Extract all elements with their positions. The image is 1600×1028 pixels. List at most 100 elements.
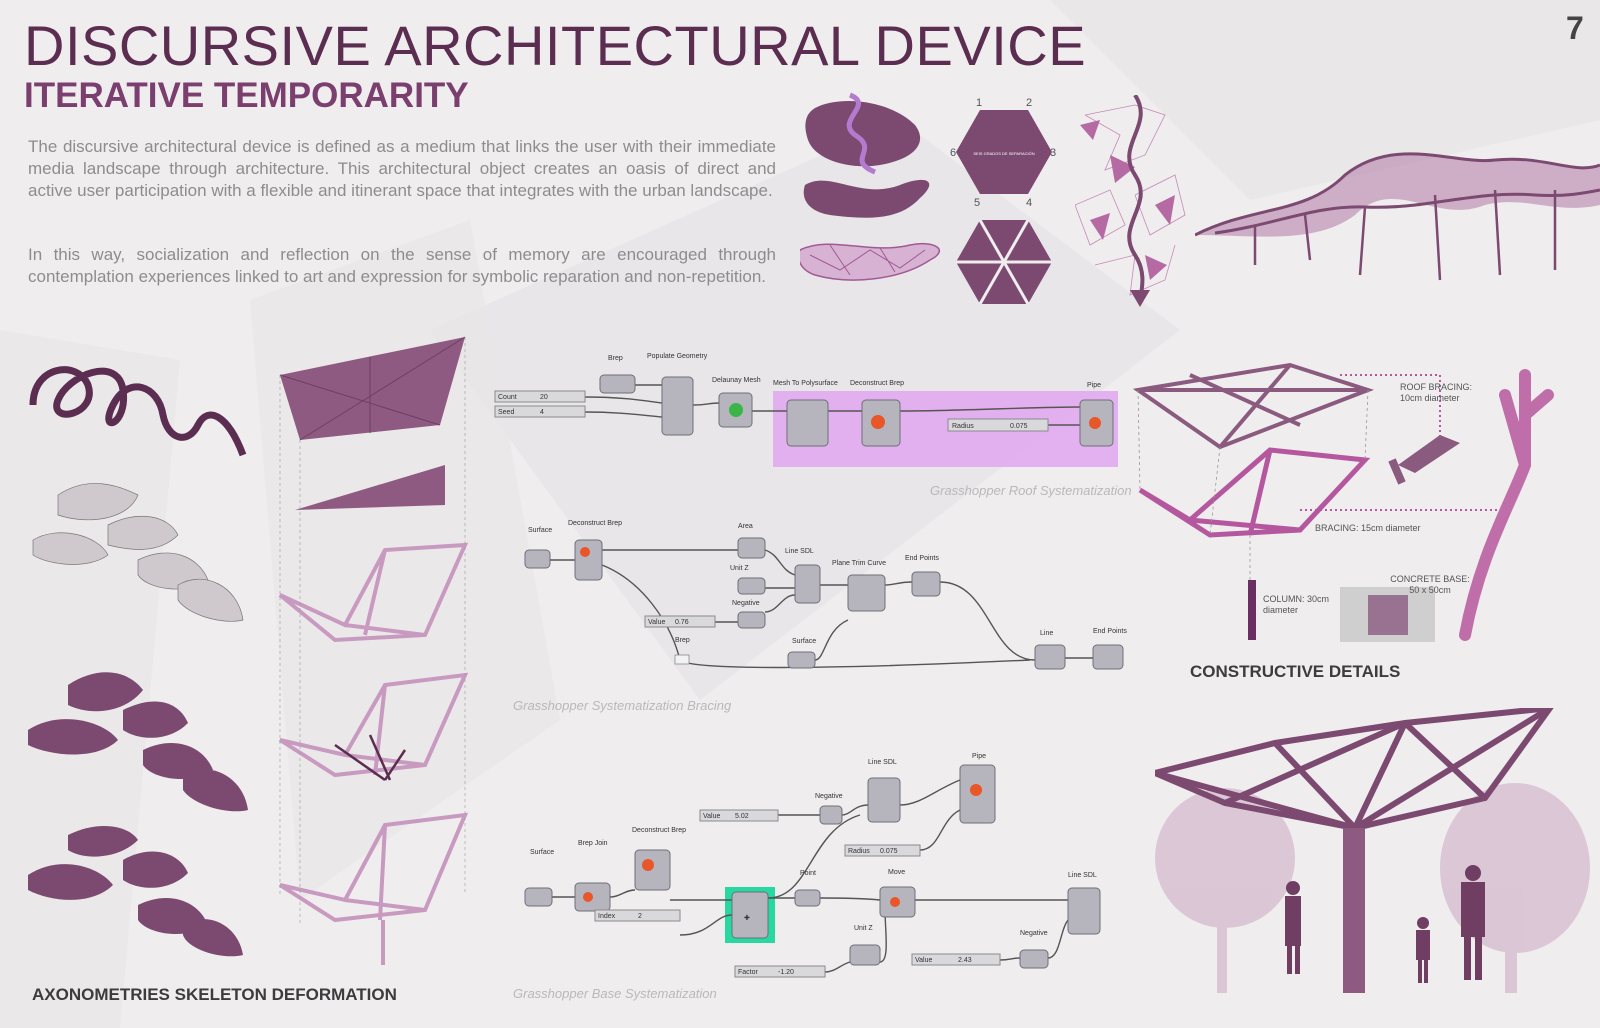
roof-highlight [773,391,1118,467]
gh-base-linesdl2-title: Line SDL [1068,872,1097,879]
skeleton-frames [278,542,469,923]
gh-bracing-unitz-title: Unit Z [730,565,749,572]
gh-bracing-negative-title: Negative [732,600,760,607]
gh-index-slider[interactable] [594,909,681,922]
gh-point-node[interactable] [794,889,821,907]
page-subtitle: ITERATIVE TEMPORARITY [24,76,469,115]
gh-bracing-value-label: Value [648,619,665,626]
gh-roof-radius-label: Radius [952,423,974,430]
gh-base-value2-slider[interactable] [911,953,1001,966]
blob-shapes-diagram [800,92,941,281]
gh-radius-slider[interactable] [947,418,1049,432]
mesh-islands [32,483,244,622]
hexagon-number-1: 1 [976,97,982,109]
gh-seed-slider[interactable] [494,405,586,418]
gh-roof-brep-title: Brep [608,355,623,362]
gh-negative-node[interactable] [737,611,766,629]
gh-base-unitz-title: Unit Z [854,925,873,932]
gh-bracing-surface2-title: Surface [792,638,816,645]
gh-endpoints-node[interactable] [911,571,941,597]
gh-roof-populate-title: Populate Geometry [647,353,708,360]
page-number: 7 [1566,10,1584,46]
gh-listitem-glyph: ✚ [744,914,750,922]
gh-base-unitz-node[interactable] [849,944,881,966]
hexagon-diagram: SEIS GRADOS DE SEPARACIÓN 1 2 3 4 5 6 [950,97,1056,305]
blob-shape-middle [803,179,930,218]
gh-base-linesdl-node[interactable] [867,777,901,823]
gh-base-index-label: Index [598,913,616,920]
gh-base-caption: Grasshopper Base Systematization [513,986,717,1001]
gh-base-deconstruct-title: Deconstruct Brep [632,827,686,834]
gh-base-factor-label: Factor [738,969,759,976]
gh-brep-tag[interactable] [674,654,690,665]
axonometry-skeleton [278,336,469,965]
gh-base-deconstruct-node[interactable] [634,849,671,891]
canopy-column [1343,828,1365,993]
gh-bracing-caption: Grasshopper Systematization Bracing [513,698,732,713]
triangle-network-diagram [1075,95,1186,307]
gh-populate-node[interactable] [661,376,694,436]
hexagon-number-4: 4 [1026,197,1032,209]
hexagon-shape [956,110,1052,194]
gh-endpoints2-node[interactable] [1092,644,1124,670]
gh-bracing-deconstruct-node[interactable] [574,539,603,581]
roof-bracing-label: ROOF BRACING: 10cm diameter [1400,382,1473,403]
pavilion-perspective [1195,152,1600,281]
column-label: COLUMN: 30cm diameter [1263,594,1330,615]
gh-bracing-area-title: Area [738,523,753,530]
gh-bracing-value-slider[interactable] [644,615,716,628]
gh-line-node[interactable] [1034,644,1066,670]
gh-bracing-brep-title: Brep [675,637,690,644]
gh-surface2-node[interactable] [787,651,816,669]
gh-bracing-value-value: 0.76 [675,619,689,626]
gh-area-node[interactable] [737,537,766,559]
gh-brep-node[interactable] [599,374,636,394]
people-silhouettes [1285,865,1485,983]
gh-base-move-title: Move [888,869,905,876]
gh-unitz-node[interactable] [737,577,766,595]
gh-roof-count-label: Count [498,394,517,401]
solid-islands [28,672,248,957]
gh-base-negative-node[interactable] [819,805,843,825]
gh-linesdl-node[interactable] [794,564,821,604]
gh-base-linesdl2-node[interactable] [1067,887,1101,935]
gh-base-factor-value: -1.20 [778,969,794,976]
bracing-label: BRACING: 15cm diameter [1315,523,1421,533]
gh-base-radius-slider[interactable] [844,844,921,857]
gh-base-negative-title: Negative [815,793,843,800]
constructive-details-label: CONSTRUCTIVE DETAILS [1190,662,1401,681]
gh-planetrim-node[interactable] [847,574,886,612]
gh-bracing-definition: Surface Deconstruct Brep Area Unit Z Neg… [524,520,1127,670]
gh-base-negative2-node[interactable] [1019,949,1049,969]
gh-count-slider[interactable] [494,390,586,403]
gh-base-radius-label: Radius [848,848,870,855]
gh-base-surface-node[interactable] [524,887,553,907]
gh-mesh-to-poly-node[interactable] [786,399,829,447]
gh-bracing-endpoints-title: End Points [905,555,939,562]
gh-bracing-surface-node[interactable] [524,549,551,569]
gh-base-point-title: Point [800,870,816,877]
curve-shape [846,92,877,175]
gh-base-value-value: 5.02 [735,813,749,820]
gh-bracing-deconstruct-title: Deconstruct Brep [568,520,622,527]
gh-listitem-node[interactable] [731,891,769,939]
column-drawing [1248,580,1256,640]
gh-factor-slider[interactable] [734,965,826,978]
gh-base-negative2-title: Negative [1020,930,1048,937]
blob-shape-top [805,101,921,167]
arrow-curve [1127,95,1145,301]
gh-base-value-slider[interactable] [699,809,779,822]
gh-roof-count-value: 20 [540,394,548,401]
gh-base-value2-value: 2.43 [958,957,972,964]
roof-frame-drawing [1132,362,1375,450]
gh-bracing-planetrim-title: Plane Trim Curve [832,560,886,567]
intro-paragraph-2: In this way, socialization and reflectio… [28,245,776,286]
gh-base-surface-title: Surface [530,849,554,856]
gh-base-definition: Surface Brep Join Deconstruct Brep ✚ Ind… [524,753,1101,978]
hexagon-center-label: SEIS GRADOS DE SEPARACIÓN [973,151,1034,156]
gh-roof-seed-label: Seed [498,409,514,416]
roof-panel [280,337,465,440]
hexagon-triangles [956,219,1052,305]
hexagon-number-2: 2 [1026,97,1032,109]
axonometries-label: AXONOMETRIES SKELETON DEFORMATION [32,985,397,1004]
